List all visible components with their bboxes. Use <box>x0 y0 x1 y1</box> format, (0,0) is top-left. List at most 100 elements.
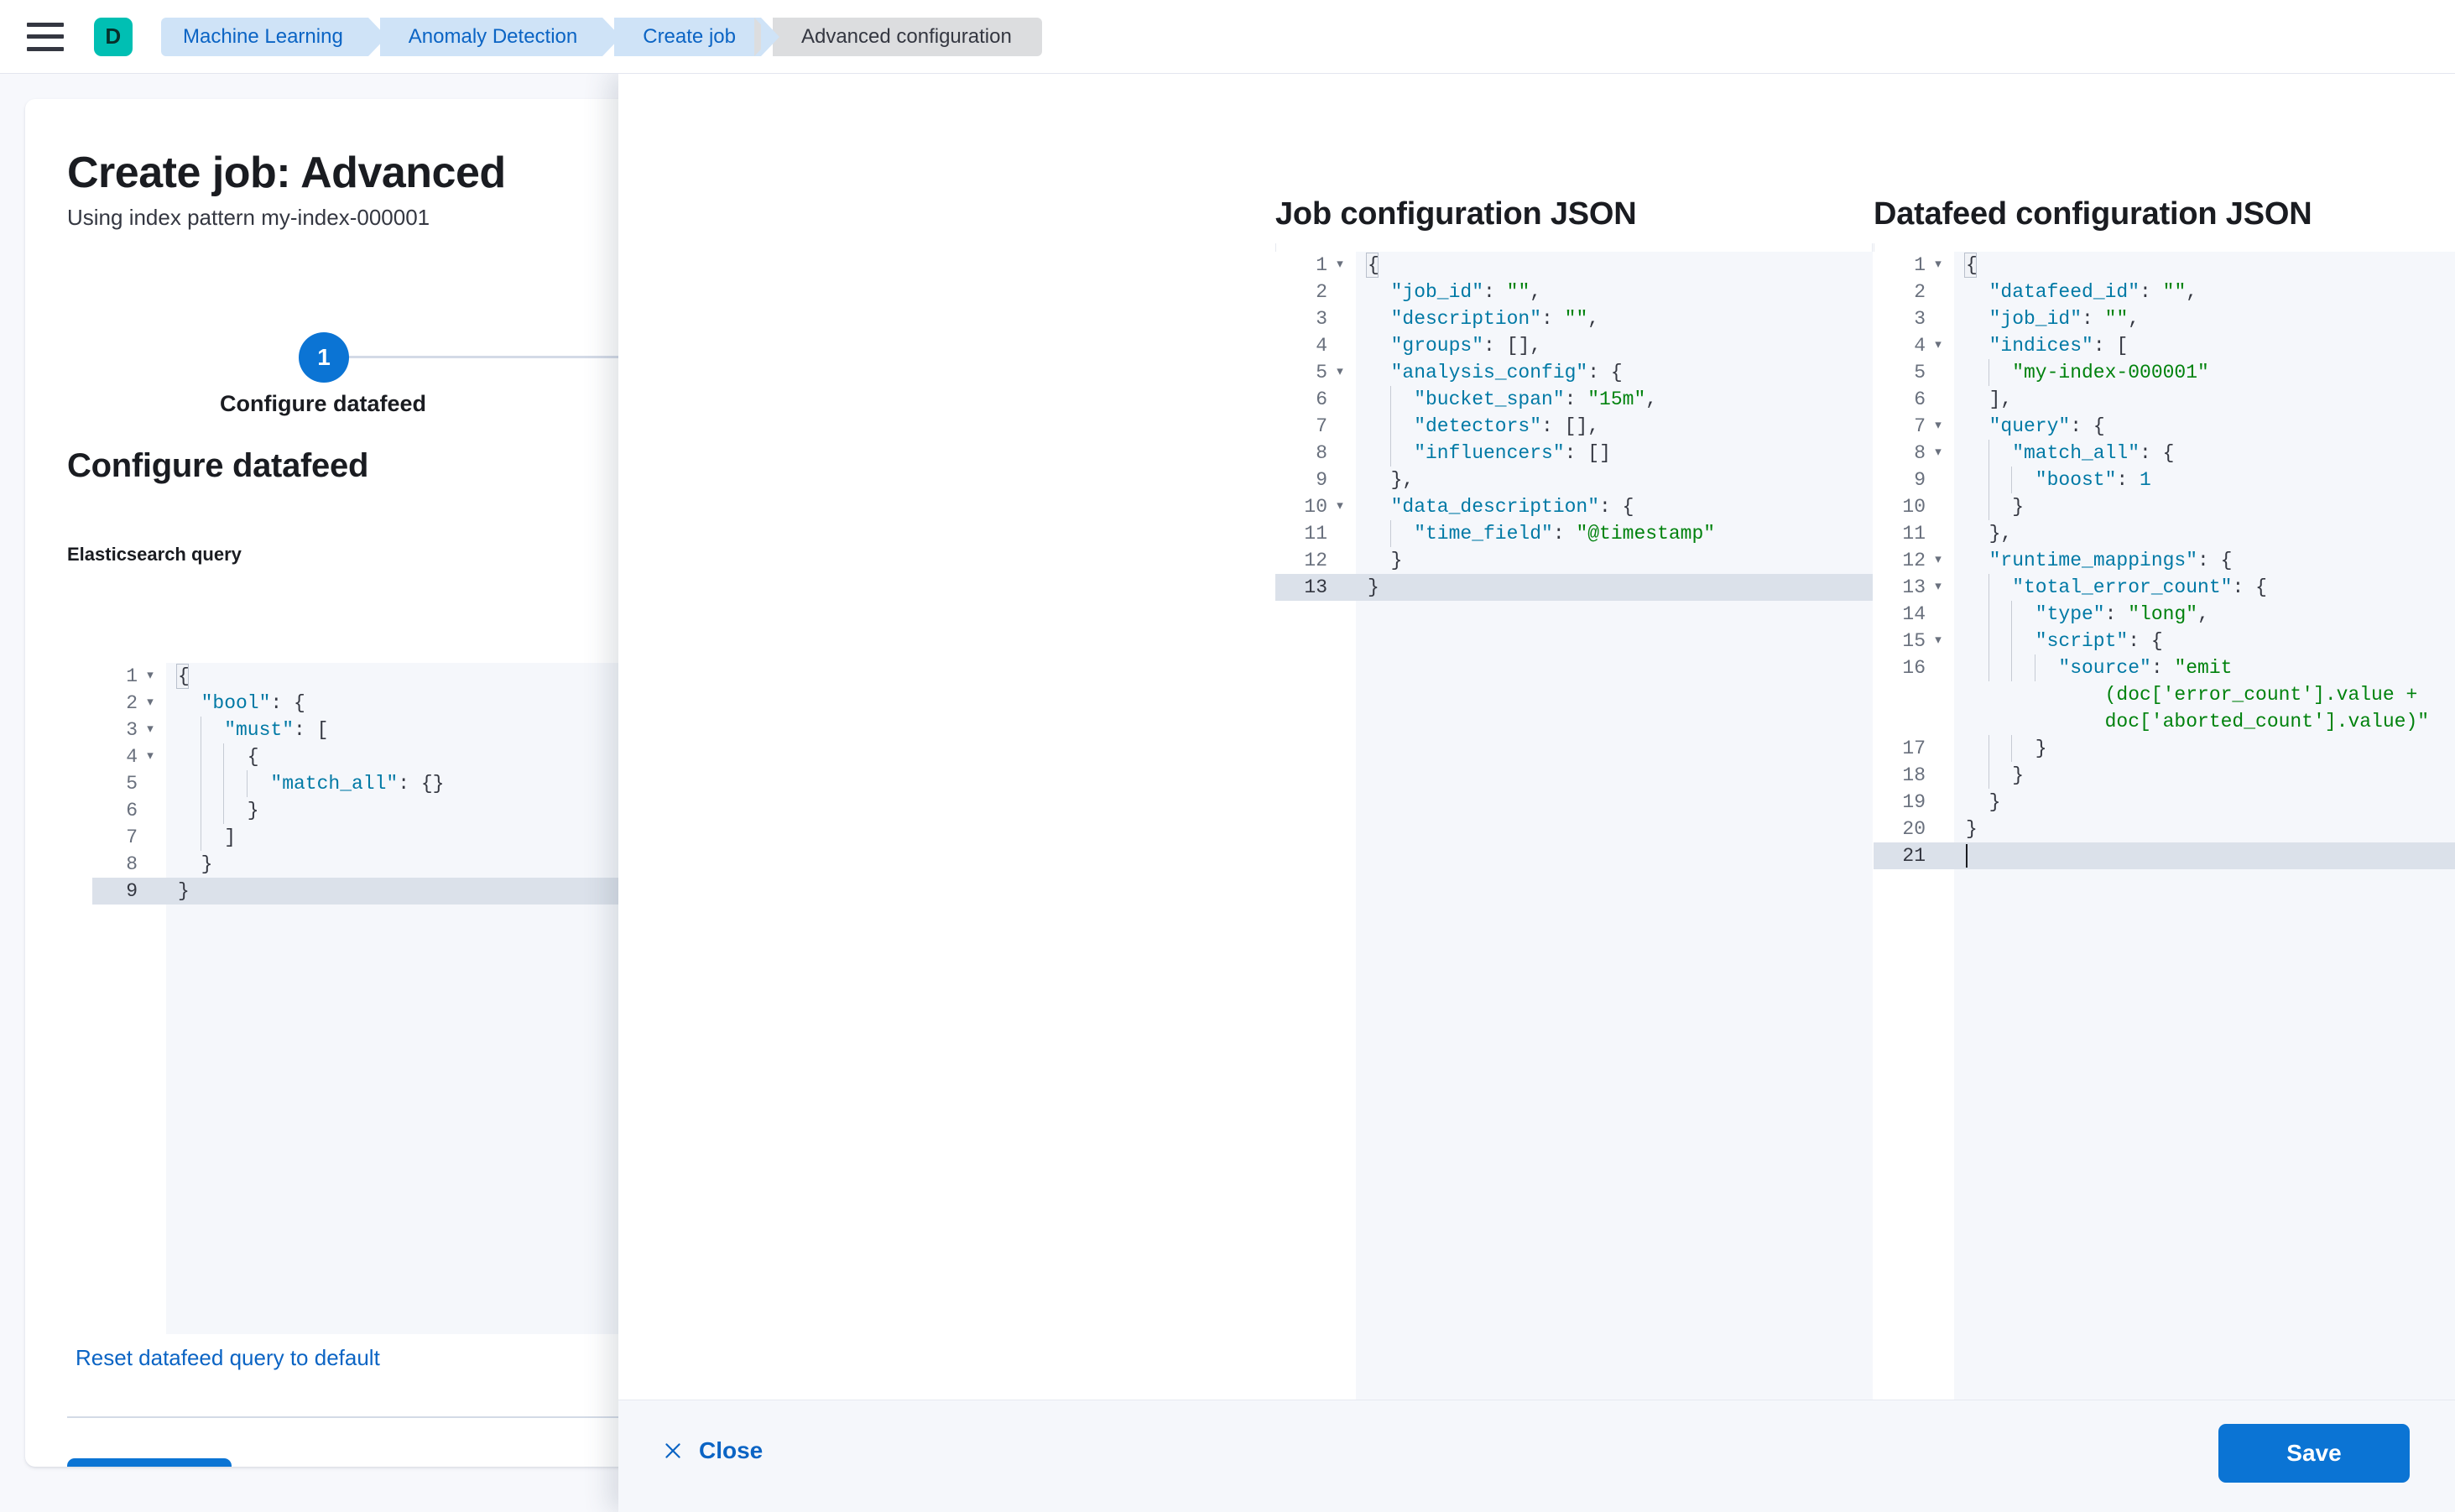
close-x-icon <box>665 1443 680 1458</box>
code-line: 4▾{ <box>92 743 1779 770</box>
editor-gutter <box>92 663 166 1334</box>
save-button[interactable]: Save <box>2218 1424 2410 1483</box>
fold-toggle-icon[interactable]: ▾ <box>1935 633 1942 648</box>
indent-guide <box>1988 654 1989 681</box>
indent-guide <box>1988 493 1989 520</box>
indent-guide <box>2011 467 2013 493</box>
code-line: 8▾"match_all": { <box>1874 440 2455 467</box>
code-line: 6"bucket_span": "15m", <box>1275 386 1873 413</box>
fold-toggle-icon[interactable]: ▾ <box>1935 338 1942 352</box>
code-line: 5"match_all": {} <box>92 770 1779 797</box>
indent-guide <box>1389 413 1391 440</box>
fold-toggle-icon[interactable]: ▾ <box>147 722 154 737</box>
code-line: 20} <box>1902 818 1978 840</box>
code-line: 11}, <box>1902 523 2013 545</box>
code-line: 10} <box>1874 493 2455 520</box>
code-line: 3▾"must": [ <box>92 717 1779 743</box>
top-chrome-bar: D Machine Learning Anomaly Detection Cre… <box>0 0 2455 74</box>
indent-guide <box>1988 467 1989 493</box>
advanced-configuration-flyout: Job configuration JSON Datafeed configur… <box>618 74 2455 1512</box>
indent-guide <box>2011 735 2013 762</box>
hamburger-menu-icon[interactable] <box>27 22 64 51</box>
code-line: 6} <box>92 797 1779 824</box>
indent-guide <box>1389 440 1391 467</box>
editor-code-area[interactable]: 1▾{2"datafeed_id": "", 3"job_id": "",4▾"i… <box>1874 252 2455 1473</box>
indent-guide <box>2011 601 2013 628</box>
bracket-match-highlight <box>1964 253 1977 278</box>
page-subtitle: Using index pattern my-index-000001 <box>67 205 430 230</box>
step-number-badge[interactable]: 1 <box>299 332 349 383</box>
code-line: 4▾"indices": [ <box>1874 332 2455 359</box>
code-line: 9"boost": 1 <box>1874 467 2455 493</box>
code-line: 10▾"data_description": { <box>1275 493 1873 520</box>
bracket-match-highlight <box>1366 253 1379 278</box>
indent-guide <box>1988 762 1989 789</box>
indent-guide <box>223 797 225 824</box>
text-caret <box>1966 844 1968 868</box>
space-avatar[interactable]: D <box>94 17 133 56</box>
fold-toggle-icon[interactable]: ▾ <box>147 669 154 683</box>
close-button-label: Close <box>699 1437 764 1463</box>
fold-toggle-icon[interactable]: ▾ <box>1935 258 1942 272</box>
datafeed-configuration-json-editor[interactable]: 1▾{2"datafeed_id": "", 3"job_id": "",4▾"i… <box>1874 252 2455 1473</box>
reset-datafeed-query-link[interactable]: Reset datafeed query to default <box>76 1345 380 1370</box>
indent-guide <box>223 770 225 797</box>
indent-guide <box>2011 654 2013 681</box>
indent-guide <box>1988 440 1989 467</box>
fold-toggle-icon[interactable]: ▾ <box>1935 580 1942 594</box>
code-line: 15▾"script": { <box>1874 628 2455 654</box>
indent-guide <box>1389 386 1391 413</box>
fold-toggle-icon[interactable]: ▾ <box>1337 365 1343 379</box>
code-line: 17} <box>1874 735 2455 762</box>
editor-gutter <box>1275 252 1356 1473</box>
fold-toggle-icon[interactable]: ▾ <box>1337 499 1343 514</box>
editor-code-area[interactable]: 1▾{2"job_id": "",3"description": "",4"gr… <box>1275 252 1873 1473</box>
code-line: 1▾{ <box>1275 252 1873 279</box>
code-line: 8} <box>126 853 213 875</box>
page-title: Create job: Advanced <box>67 149 506 197</box>
breadcrumb-item-create-job[interactable]: Create job <box>614 17 779 56</box>
fold-toggle-icon[interactable]: ▾ <box>147 749 154 764</box>
code-line: 5▾"analysis_config": { <box>1275 359 1873 386</box>
job-configuration-json-editor[interactable]: 1▾{2"job_id": "",3"description": "",4"gr… <box>1275 252 1873 1473</box>
code-line: 7"detectors": [], <box>1275 413 1873 440</box>
indent-guide <box>1389 520 1391 547</box>
breadcrumb-item-anomaly-detection[interactable]: Anomaly Detection <box>379 17 622 56</box>
code-line: 7] <box>92 824 1779 851</box>
indent-guide <box>223 743 225 770</box>
code-line: 6], <box>1914 388 2013 410</box>
section-title: Configure datafeed <box>67 447 369 484</box>
panel-heading-job-configuration: Job configuration JSON <box>1275 196 1637 232</box>
step-label: Configure datafeed <box>219 391 427 416</box>
fold-toggle-icon[interactable]: ▾ <box>1935 553 1942 567</box>
code-line: 3"job_id": "", <box>1914 308 2140 330</box>
code-line: 14"type": "long", <box>1874 601 2455 628</box>
fold-toggle-icon[interactable]: ▾ <box>147 696 154 710</box>
code-line: 2"datafeed_id": "", <box>1914 281 2198 303</box>
code-line: 11"time_field": "@timestamp" <box>1275 520 1873 547</box>
code-line: 12} <box>1304 550 1403 571</box>
panel-heading-datafeed-configuration: Datafeed configuration JSON <box>1874 196 2312 232</box>
flyout-footer: Close Save <box>618 1400 2455 1512</box>
code-line: 8"influencers": [] <box>1275 440 1873 467</box>
code-line: 13▾"total_error_count": { <box>1874 574 2455 601</box>
fold-toggle-icon[interactable]: ▾ <box>1337 258 1343 272</box>
code-line: 1▾{ <box>92 663 1779 690</box>
code-line: 19} <box>1902 791 2001 813</box>
code-line: 12▾"runtime_mappings": { <box>1874 547 2455 574</box>
code-line: 3"description": "", <box>1316 308 1600 330</box>
fold-toggle-icon[interactable]: ▾ <box>1935 419 1942 433</box>
fold-toggle-icon[interactable]: ▾ <box>1935 446 1942 460</box>
indent-guide <box>1988 574 1989 601</box>
code-line: 1▾{ <box>1874 252 2455 279</box>
breadcrumb-item-advanced-configuration[interactable]: Advanced configuration <box>753 17 1042 56</box>
indent-guide <box>246 770 248 797</box>
code-line: 7▾"query": { <box>1874 413 2455 440</box>
code-line: 5"my-index-000001" <box>1874 359 2455 386</box>
breadcrumb-item-machine-learning[interactable]: Machine Learning <box>161 17 387 56</box>
breadcrumb: Machine Learning Anomaly Detection Creat… <box>161 17 1042 56</box>
code-line: 13} <box>1275 574 1873 601</box>
next-button[interactable]: Next <box>67 1458 232 1467</box>
code-line: 21 <box>1874 842 2455 869</box>
close-button[interactable]: Close <box>662 1437 763 1464</box>
